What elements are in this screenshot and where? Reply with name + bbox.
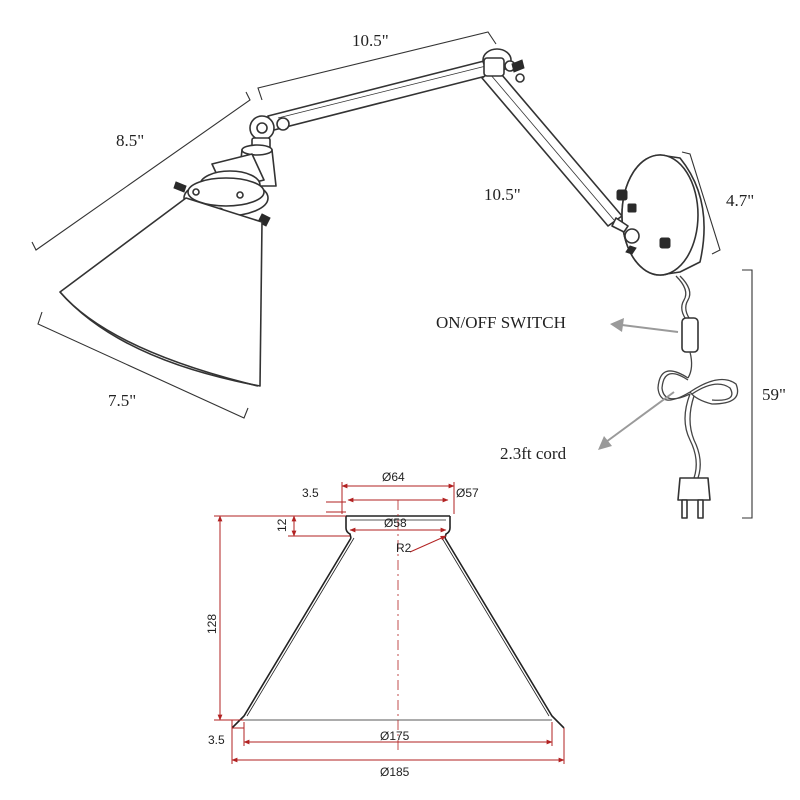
base-plate-label: 4.7" [726, 191, 754, 210]
power-cord [657, 275, 739, 519]
cord-length-label: 59" [762, 385, 786, 404]
lamp-illustration: 10.5" 10.5" 8.5" 7.5" 4.7" 59" ON/OFF SW… [31, 31, 786, 519]
lower-arm-length-label: 10.5" [484, 185, 521, 204]
cone-shade [59, 197, 263, 387]
upper-arm-length-label: 10.5" [352, 31, 389, 50]
collar-lip-label: 3.5 [302, 486, 319, 500]
shade-knuckle [249, 115, 290, 153]
rim-height-label: 3.5 [208, 733, 225, 747]
top-outer-diameter-label: Ø64 [382, 470, 405, 484]
collar-height-label: 12 [275, 518, 289, 532]
switch-callout-label: ON/OFF SWITCH [436, 313, 566, 332]
inline-switch [681, 317, 699, 353]
shade-height-label: 128 [205, 614, 219, 634]
plug-body [677, 477, 711, 501]
shade-opening-label: 7.5" [108, 391, 136, 410]
callout-arrows [598, 318, 679, 450]
cord-callout-label: 2.3ft cord [500, 444, 567, 463]
collar-inner-diameter-label: Ø58 [384, 516, 407, 530]
lamp-dimension-lines [31, 31, 753, 519]
rim-outer-diameter-label: Ø185 [380, 765, 410, 779]
wall-base-plate [611, 154, 705, 276]
shade-technical-drawing: Ø64 Ø57 3.5 Ø58 R2 Ø175 Ø185 3.5 12 128 [205, 470, 565, 779]
rim-inner-diameter-label: Ø175 [380, 729, 410, 743]
elbow-joint [482, 48, 525, 83]
fillet-radius-label: R2 [396, 541, 412, 555]
shade-dimension-lines [214, 482, 565, 764]
top-collar-diameter-label: Ø57 [456, 486, 479, 500]
upper-arm [267, 59, 495, 131]
shade-outline [231, 500, 565, 752]
arm-to-shade-length-label: 8.5" [116, 131, 144, 150]
